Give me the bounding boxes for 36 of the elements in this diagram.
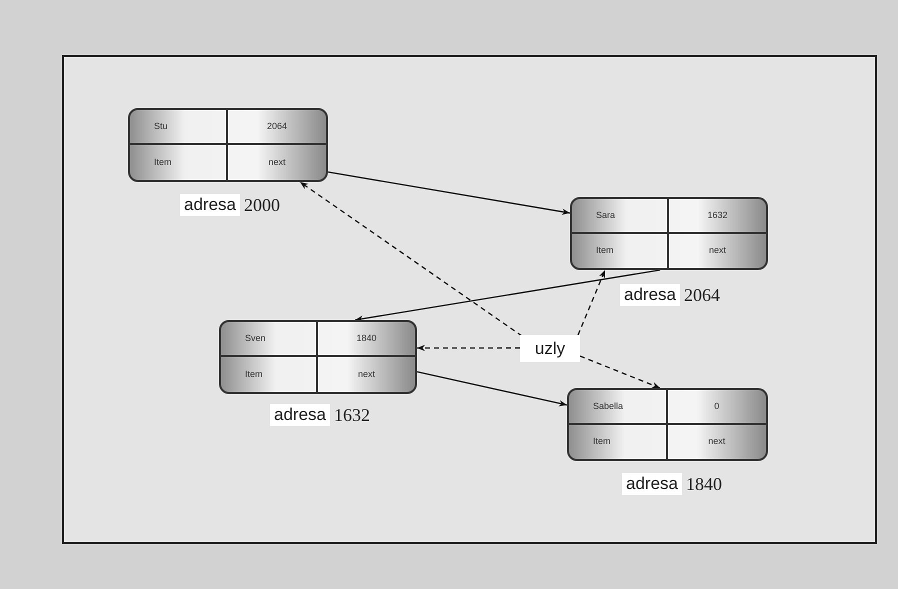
address-value: 1840: [686, 473, 722, 495]
address-label: adresa: [270, 404, 330, 426]
record-box: [567, 388, 768, 461]
cell-text: 0: [714, 400, 720, 412]
cell-text: Sabella: [593, 400, 624, 412]
address-label: adresa: [620, 284, 680, 306]
cell-text: Item: [154, 156, 172, 169]
dashed-arrow: [417, 344, 520, 352]
arrow: [328, 171, 570, 215]
cell-text: Item: [593, 435, 611, 448]
address-value: 2000: [244, 194, 280, 216]
cell-text: 1632: [707, 208, 728, 222]
cell-text: next: [358, 368, 375, 381]
cell-text: Item: [245, 368, 263, 381]
dashed-arrow: [577, 270, 606, 336]
record-box: [219, 320, 417, 394]
cell-text: Item: [596, 244, 614, 257]
text-label: uzly: [520, 335, 580, 362]
cell-text: Stu: [154, 120, 168, 133]
cell-text: next: [708, 244, 726, 257]
dashed-arrow: [580, 355, 660, 389]
cell-text: Sven: [245, 332, 266, 345]
address-value: 2064: [684, 284, 720, 306]
address-label: adresa: [622, 473, 682, 495]
cell-text: 1840: [356, 332, 377, 345]
record-box: [570, 197, 768, 270]
record-box: [128, 108, 328, 182]
dashed-arrow: [300, 181, 522, 337]
arrow: [354, 269, 660, 322]
address-label: adresa: [180, 194, 240, 216]
arrow: [416, 371, 568, 406]
cell-text: next: [268, 156, 286, 169]
cell-text: 2064: [266, 120, 288, 133]
address-value: 1632: [334, 404, 370, 426]
cell-text: next: [708, 435, 726, 448]
cell-text: Sara: [596, 208, 616, 222]
